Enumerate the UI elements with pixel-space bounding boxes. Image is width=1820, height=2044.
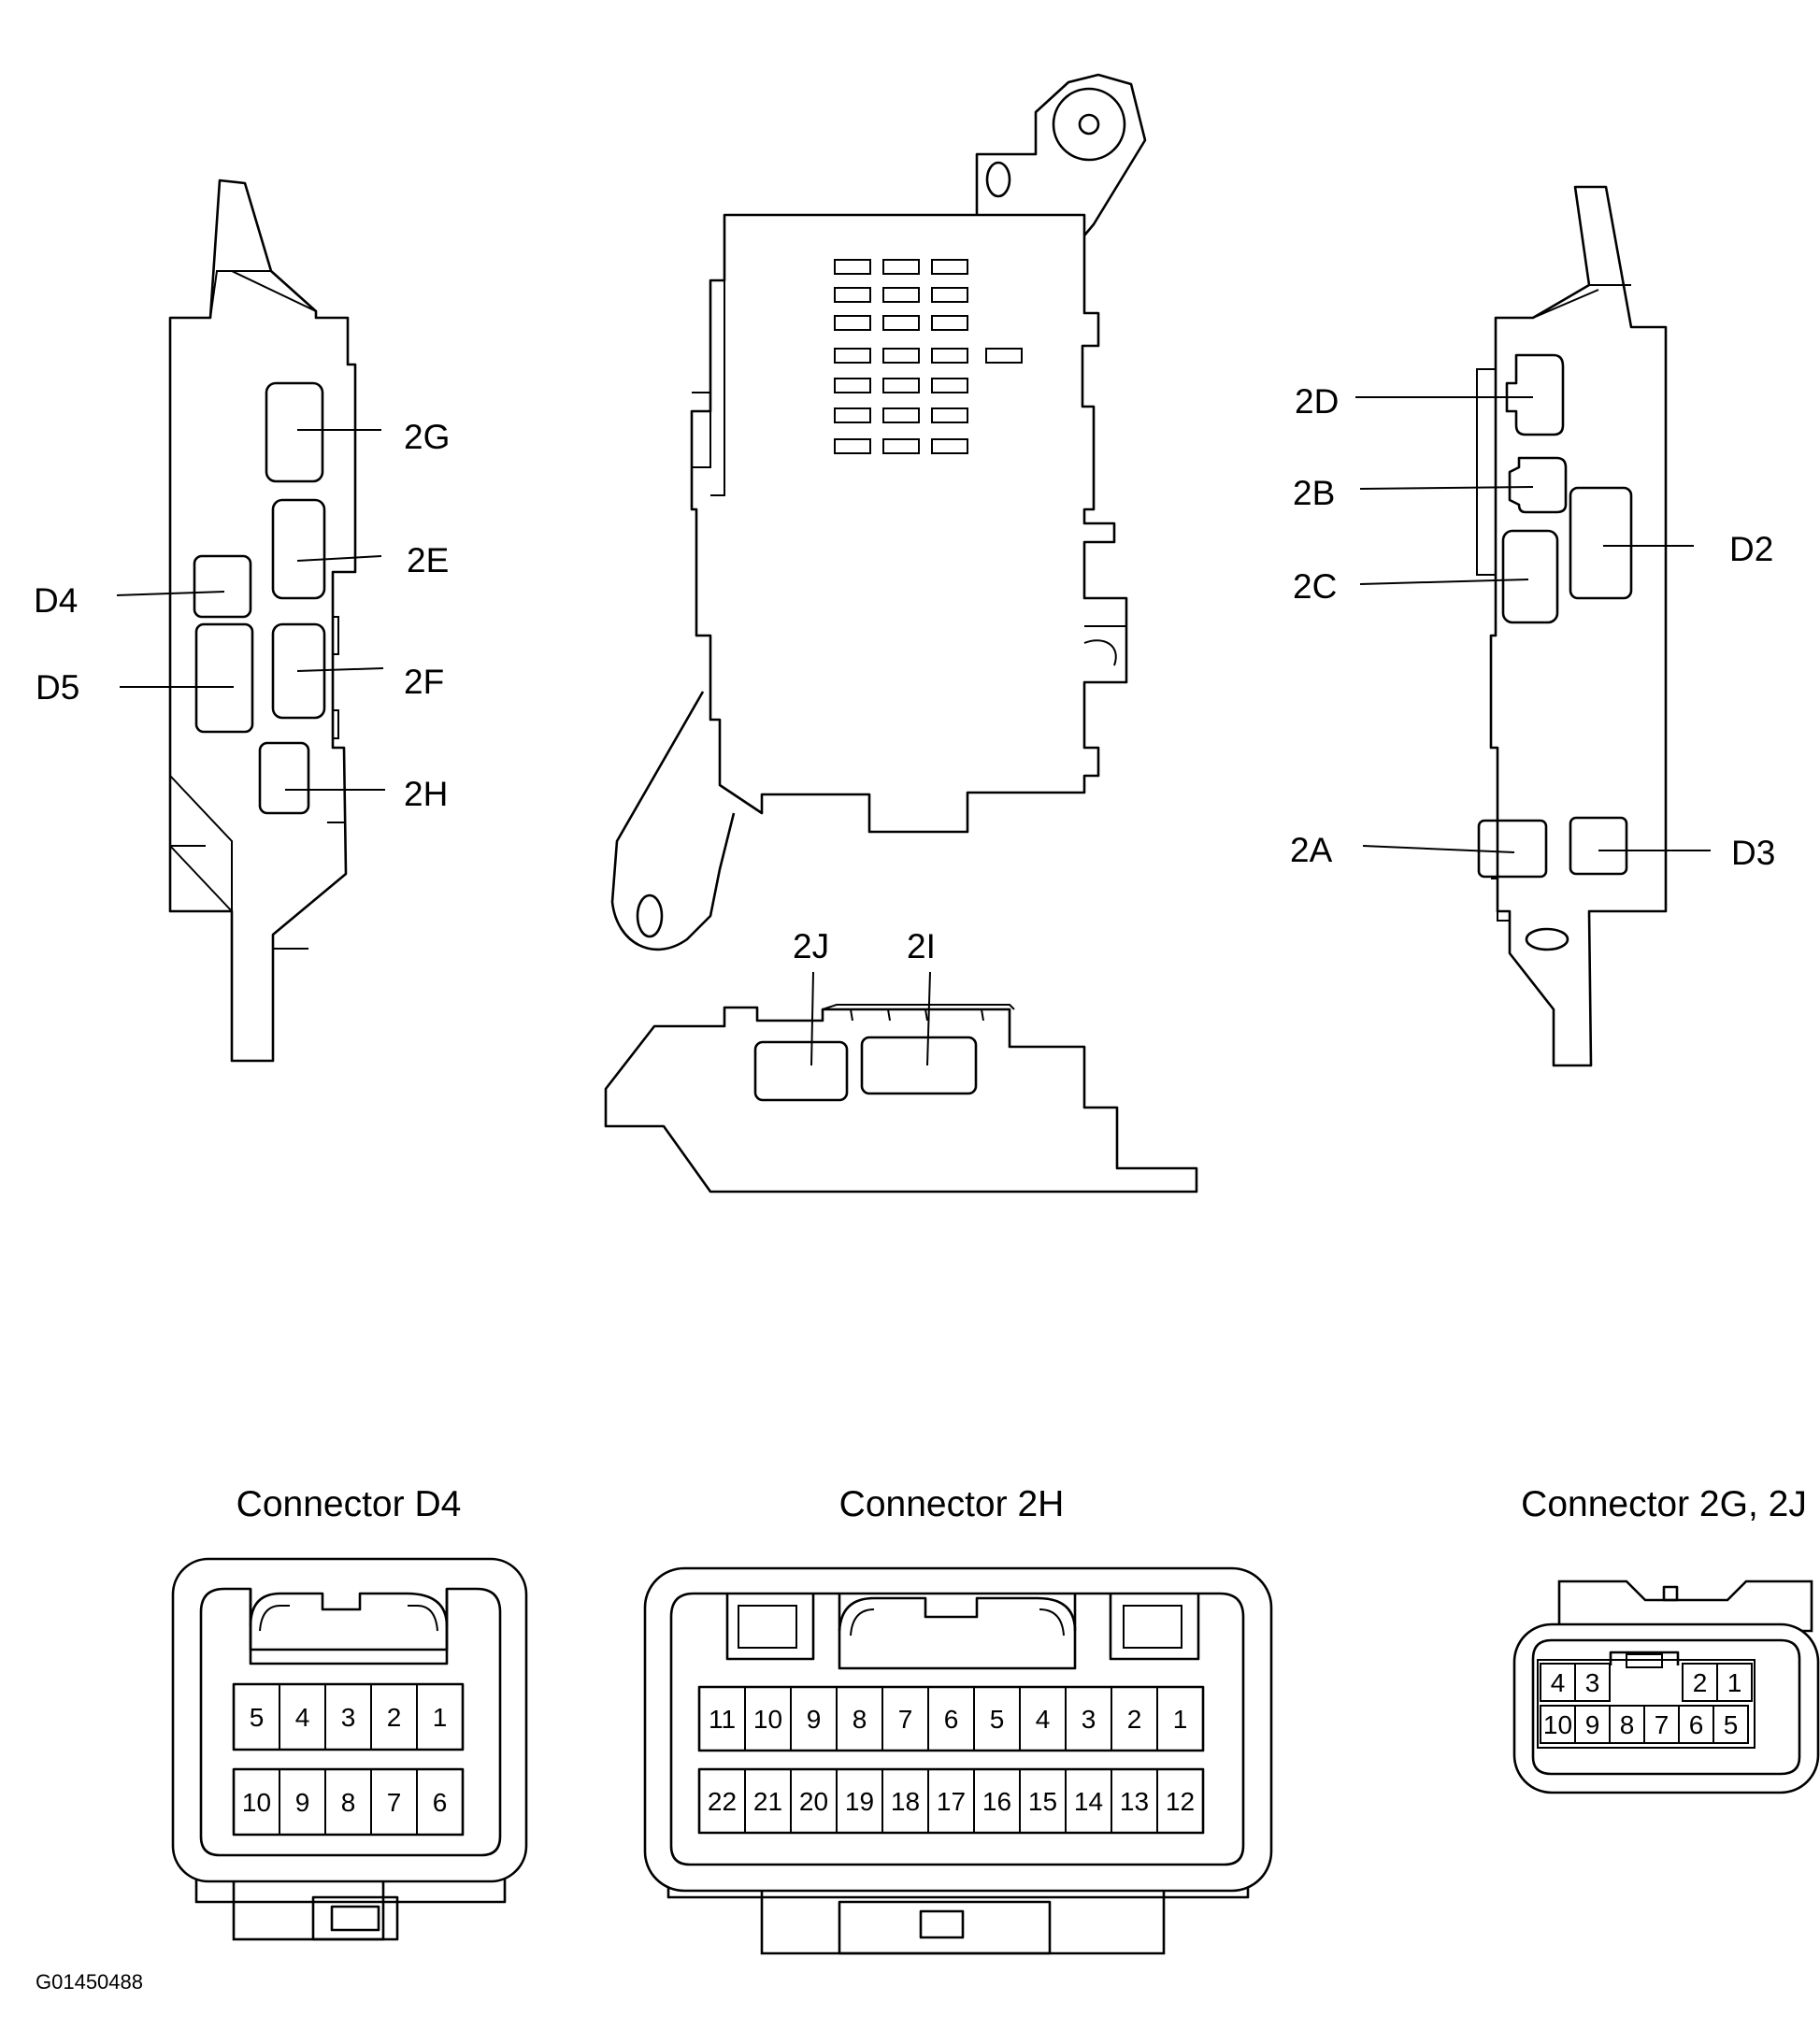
pin-number: 8	[1620, 1710, 1635, 1739]
pin-number: 19	[845, 1787, 874, 1816]
pin-number: 18	[891, 1787, 920, 1816]
pin-number: 3	[1082, 1705, 1096, 1734]
pin-cell	[1574, 1663, 1611, 1702]
left-side-view: 2G 2E D4 D5 2F 2H	[34, 179, 450, 1063]
pin-number: 4	[1036, 1705, 1051, 1734]
label-2j: 2J	[793, 927, 829, 965]
pin-number: 9	[807, 1705, 822, 1734]
socket-2i	[860, 1036, 978, 1095]
socket-2j	[753, 1040, 849, 1102]
right-side-view: 2D 2B D2 2C 2A D3	[1290, 185, 1775, 1067]
pin-number: 5	[250, 1703, 265, 1732]
pin-number: 6	[433, 1788, 448, 1817]
pin-number: 1	[1727, 1668, 1742, 1697]
socket-2a	[1477, 819, 1548, 879]
label-2e: 2E	[407, 541, 449, 579]
label-2b: 2B	[1293, 474, 1335, 512]
label-2g: 2G	[404, 418, 450, 456]
socket-2c	[1501, 529, 1559, 624]
socket-d3	[1569, 816, 1628, 876]
pin-number: 15	[1028, 1787, 1057, 1816]
pin-cell	[416, 1683, 464, 1751]
pin-number: 10	[753, 1705, 782, 1734]
pin-number: 1	[433, 1703, 448, 1732]
fuse-slot-grid	[834, 259, 1023, 454]
connector-2g-2j-title: Connector 2G, 2J	[1521, 1484, 1807, 1524]
label-2a: 2A	[1290, 831, 1333, 869]
pin-number: 10	[242, 1788, 271, 1817]
pin-number: 12	[1166, 1787, 1195, 1816]
pin-number: 9	[1585, 1710, 1600, 1739]
connector-d4-title: Connector D4	[236, 1484, 462, 1524]
label-2c: 2C	[1293, 567, 1337, 606]
pin-number: 7	[387, 1788, 402, 1817]
pin-number: 5	[1724, 1710, 1739, 1739]
socket-2b	[1508, 456, 1568, 514]
pin-number: 8	[853, 1705, 867, 1734]
pin-cell	[416, 1768, 464, 1836]
pin-number: 4	[1551, 1668, 1566, 1697]
pin-number: 1	[1173, 1705, 1188, 1734]
pin-number: 10	[1543, 1710, 1572, 1739]
figure-code: G01450488	[36, 1970, 143, 1994]
pin-number: 7	[1655, 1710, 1670, 1739]
center-bottom-view: 2J 2I	[604, 927, 1198, 1194]
pin-number: 2	[1693, 1668, 1708, 1697]
label-d2: D2	[1729, 530, 1773, 568]
pin-number: 6	[1689, 1710, 1704, 1739]
label-d5: D5	[36, 668, 79, 707]
center-front-view	[610, 73, 1147, 951]
socket-d5	[194, 622, 254, 734]
label-2f: 2F	[404, 663, 444, 701]
label-2h: 2H	[404, 775, 448, 813]
label-2i: 2I	[907, 927, 936, 965]
pin-number: 9	[295, 1788, 310, 1817]
pin-number: 16	[982, 1787, 1011, 1816]
label-2d: 2D	[1295, 382, 1339, 421]
pin-number: 22	[708, 1787, 737, 1816]
pin-number: 3	[1585, 1668, 1600, 1697]
pin-number: 13	[1120, 1787, 1149, 1816]
pin-number: 2	[1127, 1705, 1142, 1734]
pin-number: 2	[387, 1703, 402, 1732]
connector-d4: Connector D4 5 4 3 2 1 10 9 8 7 6	[171, 1484, 528, 1941]
socket-2h	[258, 741, 310, 815]
socket-2g	[265, 381, 324, 483]
pin-number: 14	[1074, 1787, 1103, 1816]
pin-number: 20	[799, 1787, 828, 1816]
pin-number: 3	[341, 1703, 356, 1732]
socket-d4	[193, 554, 252, 619]
pin-number: 8	[341, 1788, 356, 1817]
pin-number: 21	[753, 1787, 782, 1816]
pin-number: 7	[898, 1705, 913, 1734]
socket-2e	[271, 498, 326, 600]
socket-2d	[1505, 353, 1565, 436]
pin-cell	[1716, 1663, 1753, 1702]
pin-number: 11	[709, 1705, 736, 1734]
pin-cell	[1156, 1768, 1204, 1834]
pin-number: 6	[944, 1705, 959, 1734]
label-d4: D4	[34, 581, 78, 620]
pin-number: 17	[937, 1787, 966, 1816]
label-d3: D3	[1731, 834, 1775, 872]
pin-cell	[1713, 1705, 1749, 1744]
pin-number: 4	[295, 1703, 310, 1732]
pin-number: 5	[990, 1705, 1005, 1734]
socket-d2	[1569, 486, 1633, 600]
pin-cell	[1156, 1686, 1204, 1751]
connector-2h-title: Connector 2H	[839, 1484, 1065, 1524]
